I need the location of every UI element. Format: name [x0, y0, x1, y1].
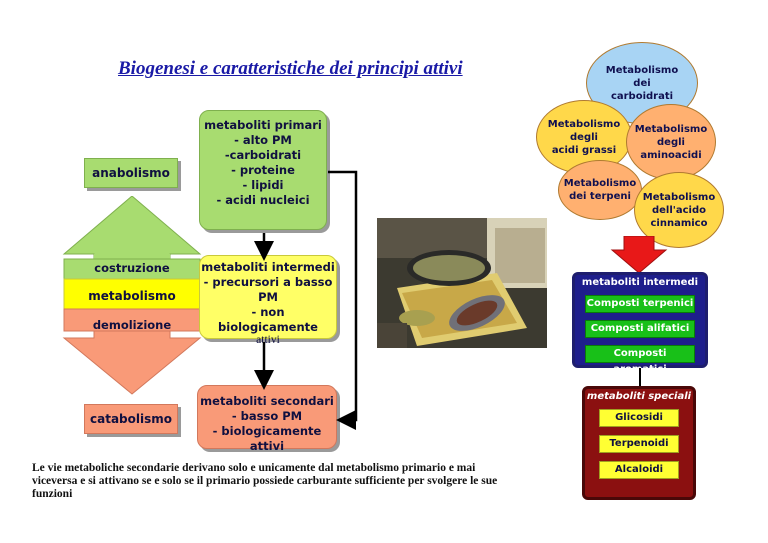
speciali-item: Terpenoidi — [599, 435, 679, 453]
primari-line: - alto PM — [234, 133, 292, 147]
circle-cinnamico-label: Metabolismo dell'acido cinnamico — [642, 191, 716, 229]
catabolismo-box: catabolismo — [84, 404, 178, 434]
metabolismo-label: metabolismo — [88, 289, 176, 303]
intermedi-line: attivi — [256, 334, 280, 346]
circle-acidi-grassi-label: Metabolismo degli acidi grassi — [547, 118, 621, 156]
circle-terpeni-label: Metabolismo dei terpeni — [563, 178, 637, 202]
herbs-photo — [377, 218, 547, 348]
intermedi-line: - non biologicamente — [218, 305, 318, 334]
caption-text: Le vie metaboliche secondarie derivano s… — [32, 462, 498, 500]
intermedi-item: Composti alifatici — [585, 320, 695, 338]
page-title: Biogenesi e caratteristiche dei principi… — [118, 58, 463, 79]
primari-line: -carboidrati — [224, 148, 302, 162]
metaboliti-intermedi-panel: metaboliti intermedi Composti terpenici … — [572, 272, 708, 375]
circle-aminoacidi-label: Metabolismo degli aminoacidi — [634, 123, 708, 161]
primari-line: - lipidi — [242, 178, 284, 192]
intermedi-line: metaboliti intermedi — [201, 260, 335, 274]
metaboliti-intermedi-box: metaboliti intermedi - precursori a bass… — [199, 255, 337, 346]
red-down-arrow-icon — [610, 236, 668, 274]
circle-cinnamico: Metabolismo dell'acido cinnamico — [634, 172, 724, 248]
demolizione-label: demolizione — [92, 318, 172, 332]
secondari-line: - biologicamente attivi — [212, 424, 322, 453]
metaboliti-speciali-panel: metaboliti speciali Glicosidi Terpenoidi… — [582, 386, 696, 500]
primari-line: - acidi nucleici — [216, 193, 310, 207]
intermedi-item: Composti terpenici — [585, 295, 695, 313]
primari-line: metaboliti primari — [204, 118, 322, 132]
speciali-item: Alcaloidi — [599, 461, 679, 479]
intermedi-item: Composti aromatici — [585, 345, 695, 375]
metaboliti-primari-box: metaboliti primari - alto PM -carboidrat… — [199, 110, 327, 230]
secondari-line: metaboliti secondari — [200, 394, 334, 408]
costruzione-label: costruzione — [94, 261, 170, 275]
metabolism-diamond — [62, 196, 202, 395]
circle-terpeni: Metabolismo dei terpeni — [558, 160, 642, 220]
circle-aminoacidi: Metabolismo degli aminoacidi — [626, 104, 716, 180]
anabolismo-label: anabolismo — [92, 166, 170, 180]
secondari-line: - basso PM — [231, 409, 303, 423]
arrow-primari-secondari — [328, 170, 358, 430]
metaboliti-secondari-box: metaboliti secondari - basso PM - biolog… — [197, 385, 337, 453]
anabolismo-box: anabolismo — [84, 158, 178, 188]
intermedi-line: - precursori a basso — [203, 275, 333, 289]
intermedi-line: PM — [258, 290, 278, 304]
speciali-item: Glicosidi — [599, 409, 679, 427]
speciali-panel-title: metaboliti speciali — [586, 391, 692, 402]
catabolismo-label: catabolismo — [90, 412, 172, 426]
panel-connector — [639, 368, 641, 386]
intermedi-panel-title: metaboliti intermedi — [581, 277, 699, 288]
circle-carboidrati-label: Metabolismo dei carboidrati — [605, 64, 679, 102]
primari-line: - proteine — [231, 163, 295, 177]
